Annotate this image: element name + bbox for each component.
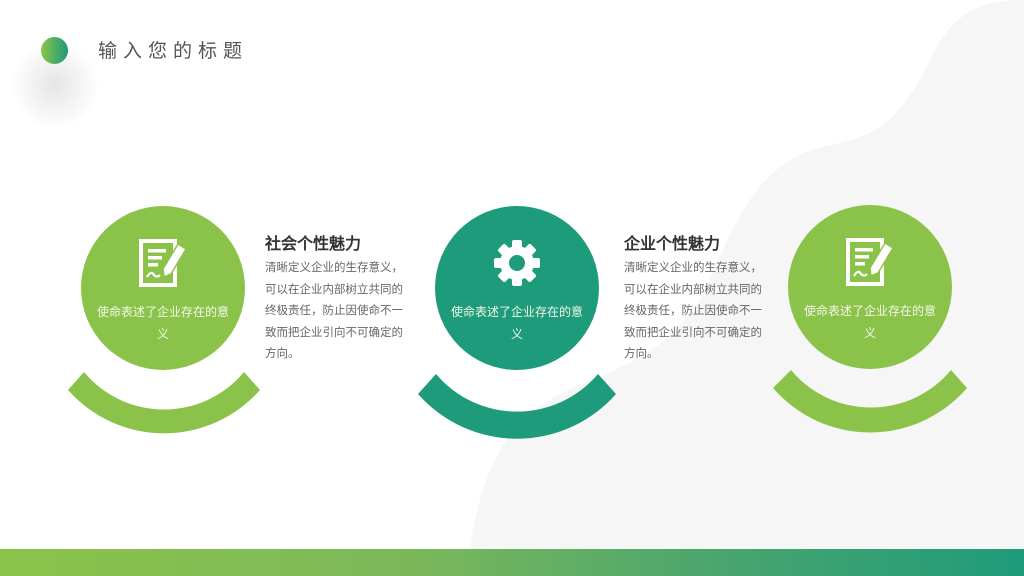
arc-decoration-2 [418, 374, 616, 439]
heading-1: 社会个性魅力 [265, 236, 362, 253]
feature-circle-1: 使命表述了企业存在的意义 [81, 206, 245, 370]
circle-text: 使命表述了企业存在的意义 [803, 304, 936, 340]
arc-decoration-3 [773, 370, 967, 433]
page-title: 输入您的标题 [98, 41, 249, 62]
title-dot-icon [41, 37, 68, 64]
circle-text: 使命表述了企业存在的意义 [450, 305, 583, 341]
feature-circle-2: 使命表述了企业存在的意义 [435, 206, 599, 370]
description-1: 清晰定义企业的生存意义，可以在企业内部树立共同的终极责任，防止因使命不一致而把企… [265, 262, 403, 360]
feature-circle-3: 使命表述了企业存在的意义 [788, 205, 952, 369]
heading-2: 企业个性魅力 [624, 236, 721, 253]
document-edit-icon [846, 238, 895, 286]
circle-text: 使命表述了企业存在的意义 [96, 305, 229, 341]
gear-icon [494, 240, 540, 286]
document-edit-icon [139, 239, 188, 287]
description-2: 清晰定义企业的生存意义，可以在企业内部树立共同的终极责任，防止因使命不一致而把企… [624, 262, 762, 360]
footer-gradient-bar [0, 549, 1024, 576]
arc-decoration-1 [68, 372, 260, 434]
